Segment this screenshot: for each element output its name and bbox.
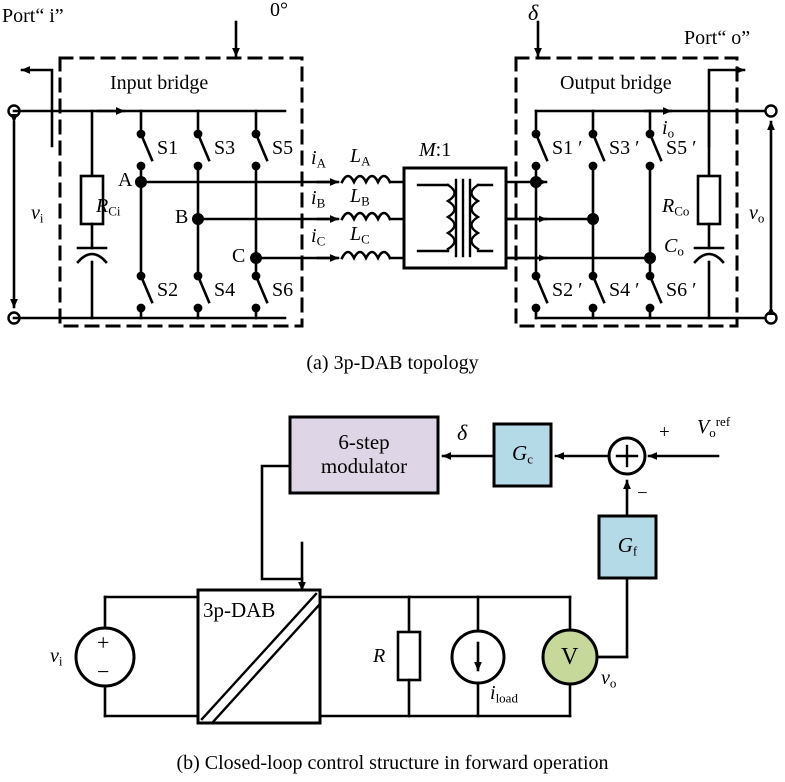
node-a-dot [135, 176, 147, 188]
switch-label-s4p: S4 ′ [609, 279, 640, 301]
input-source-circle [74, 626, 136, 688]
ic-label: iC [311, 225, 326, 249]
voltmeter-to-feedback-wire [598, 576, 629, 659]
converter-label: 3p-DAB [203, 598, 276, 622]
reference-label: Voref [697, 414, 731, 440]
input-bridge-dashed-box [58, 56, 304, 328]
port-i-label: Port“ i” [2, 5, 64, 27]
switch-label-s1p: S1 ′ [552, 137, 583, 159]
switch-s5p [645, 129, 663, 171]
switch-s5 [251, 129, 269, 171]
switch-label-s4: S4 [214, 279, 236, 301]
switch-label-s1: S1 [157, 137, 179, 159]
node-b-dot [192, 213, 204, 225]
input-bridge-label: Input bridge [110, 72, 209, 94]
converter-diagonal-2 [210, 602, 322, 725]
feedback-box [597, 514, 658, 580]
output-cap-esr-resistor [696, 174, 722, 226]
sum-minus-sign: − [637, 483, 648, 504]
switch-label-s5: S5 [272, 137, 294, 159]
zero-degree-label: 0° [270, 0, 288, 21]
switch-s1p [531, 129, 549, 171]
lc-label: LC [350, 223, 370, 247]
rco-label: RCo [662, 195, 690, 219]
node-b-label: B [175, 206, 189, 228]
converter-diagonal-1 [200, 592, 318, 721]
load-current-label: iload [490, 682, 518, 706]
node-ap-dot [530, 176, 542, 188]
lb-label: LB [350, 185, 370, 209]
switch-label-s2p: S2 ′ [552, 279, 583, 301]
output-bridge-dashed-box [514, 56, 739, 328]
switch-label-s3: S3 [214, 137, 236, 159]
port-o-label: Port“ o” [684, 27, 751, 49]
co-label: Co [664, 235, 684, 259]
switch-s3 [193, 129, 211, 171]
switch-label-s6: S6 [272, 279, 294, 301]
caption-b: (b) Closed-loop control structure in for… [176, 752, 609, 774]
switch-s6 [251, 271, 269, 313]
inductor-la [340, 174, 406, 185]
delta-label-top: δ [528, 0, 539, 25]
port-i-arrow [20, 66, 54, 148]
delta-label-control: δ [457, 420, 468, 445]
vo-label: vo [749, 202, 765, 226]
source-label: vi [50, 645, 63, 669]
node-bp-dot [587, 213, 599, 225]
node-c-dot [250, 252, 262, 264]
ib-label: iB [311, 187, 326, 211]
voltmeter-label: V [561, 644, 579, 670]
switch-s2 [136, 271, 154, 313]
transformer-symbol [416, 178, 494, 258]
switch-s4 [193, 271, 211, 313]
vi-label: vi [31, 202, 44, 226]
switch-label-s6p: S6 ′ [666, 279, 697, 301]
modulator-to-converter-wire [260, 464, 304, 581]
node-a-label: A [118, 169, 133, 191]
switch-s3p [588, 129, 606, 171]
la-label: LA [350, 145, 371, 169]
source-minus-sign: − [97, 659, 110, 684]
io-label: io [662, 117, 675, 141]
port-o-arrow [707, 66, 746, 148]
switch-s6p [645, 271, 663, 313]
output-cap-plate-bottom [693, 252, 725, 264]
switch-s2p [531, 271, 549, 313]
load-resistor [396, 630, 422, 682]
controller-box [492, 422, 553, 488]
switch-s1 [136, 129, 154, 171]
output-voltage-label: vo [601, 667, 617, 691]
node-c-label: C [232, 245, 246, 267]
inductor-lc [340, 250, 406, 261]
output-terminal-bottom [764, 311, 778, 325]
sum-plus-sign: + [659, 422, 670, 443]
ia-label: iA [311, 147, 326, 171]
output-terminal-top [764, 104, 778, 118]
switch-label-s5p: S5 ′ [666, 137, 697, 159]
output-bridge-label: Output bridge [560, 72, 672, 94]
caption-a: (a) 3p-DAB topology [306, 352, 479, 374]
node-cp-dot [644, 252, 656, 264]
input-cap-plate-bottom [76, 252, 108, 264]
switch-s4p [588, 271, 606, 313]
inductor-lb [340, 211, 406, 222]
rci-label: RCi [96, 195, 121, 219]
load-resistor-label: R [373, 645, 386, 667]
switch-label-s3p: S3 ′ [609, 137, 640, 159]
modulator-box [288, 415, 440, 495]
switch-label-s2: S2 [157, 279, 179, 301]
source-plus-sign: + [97, 630, 110, 655]
transformer-ratio-label: M:1 [419, 139, 452, 161]
